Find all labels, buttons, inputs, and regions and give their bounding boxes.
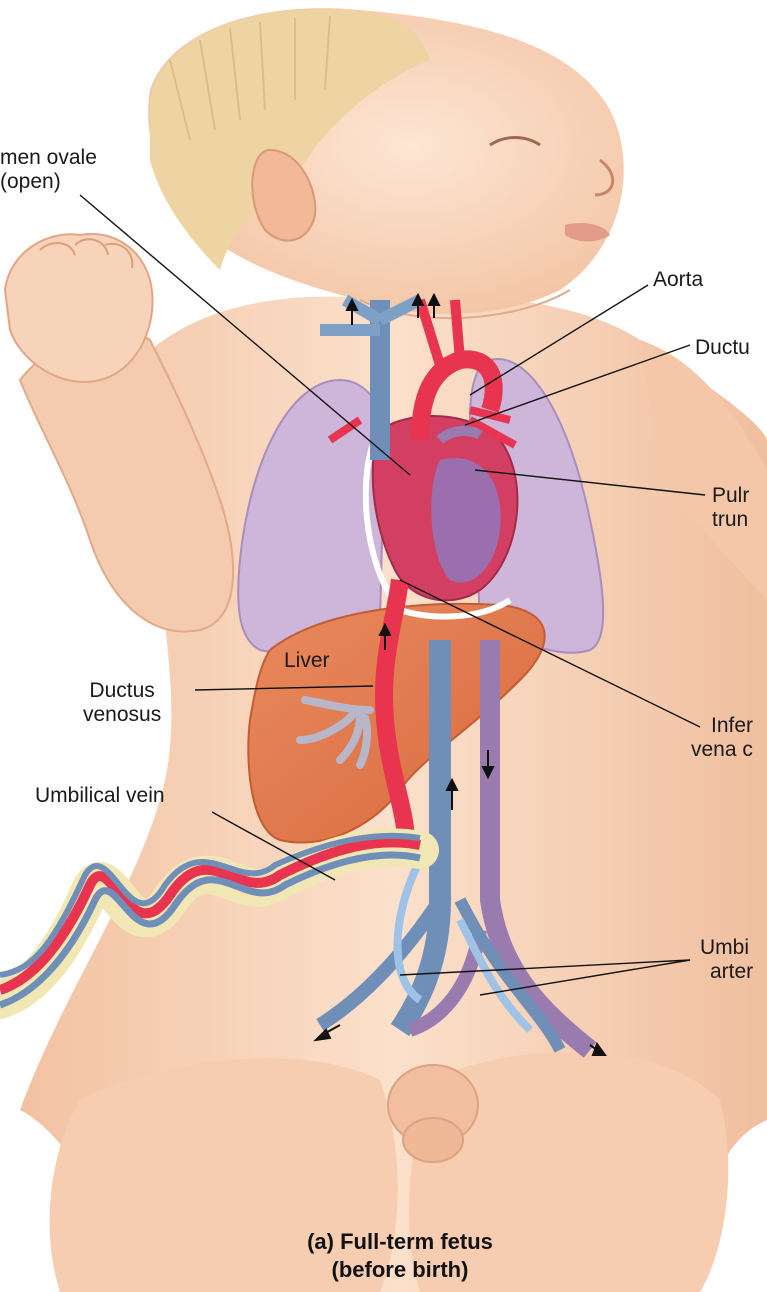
ductus-venosus-label: Ductus venosus — [83, 679, 161, 727]
umbilical-vein-label: Umbilical vein — [35, 784, 165, 808]
umbilical-arteries-line2: arter — [700, 960, 753, 984]
aorta-label: Aorta — [653, 268, 703, 292]
pulmonary-trunk-label: Pulr trun — [712, 484, 749, 532]
ductus-venosus-line2: venosus — [83, 703, 161, 727]
inferior-vena-cava-line2: vena c — [691, 738, 753, 762]
inferior-vena-cava-label: Infer vena c — [707, 714, 753, 762]
ductus-arteriosus-label: Ductu — [695, 336, 750, 360]
umbilical-arteries-label: Umbi arter — [700, 936, 753, 984]
foramen-ovale-line2: (open) — [0, 170, 97, 194]
fetus-head — [148, 8, 624, 318]
ductus-venosus-line1: Ductus — [83, 679, 161, 703]
inferior-vena-cava-line1: Infer — [707, 714, 753, 738]
foramen-ovale-line1: men ovale — [0, 146, 97, 170]
caption-line1: (a) Full-term fetus — [0, 1228, 767, 1256]
pulmonary-trunk-line1: Pulr — [712, 484, 749, 508]
liver-label: Liver — [284, 649, 330, 673]
foramen-ovale-label: men ovale (open) — [0, 146, 97, 194]
caption-line2: (before birth) — [0, 1256, 767, 1284]
figure-caption: (a) Full-term fetus (before birth) — [0, 1228, 767, 1284]
umbilical-arteries-line1: Umbi — [700, 936, 753, 960]
pulmonary-trunk-line2: trun — [712, 508, 749, 532]
